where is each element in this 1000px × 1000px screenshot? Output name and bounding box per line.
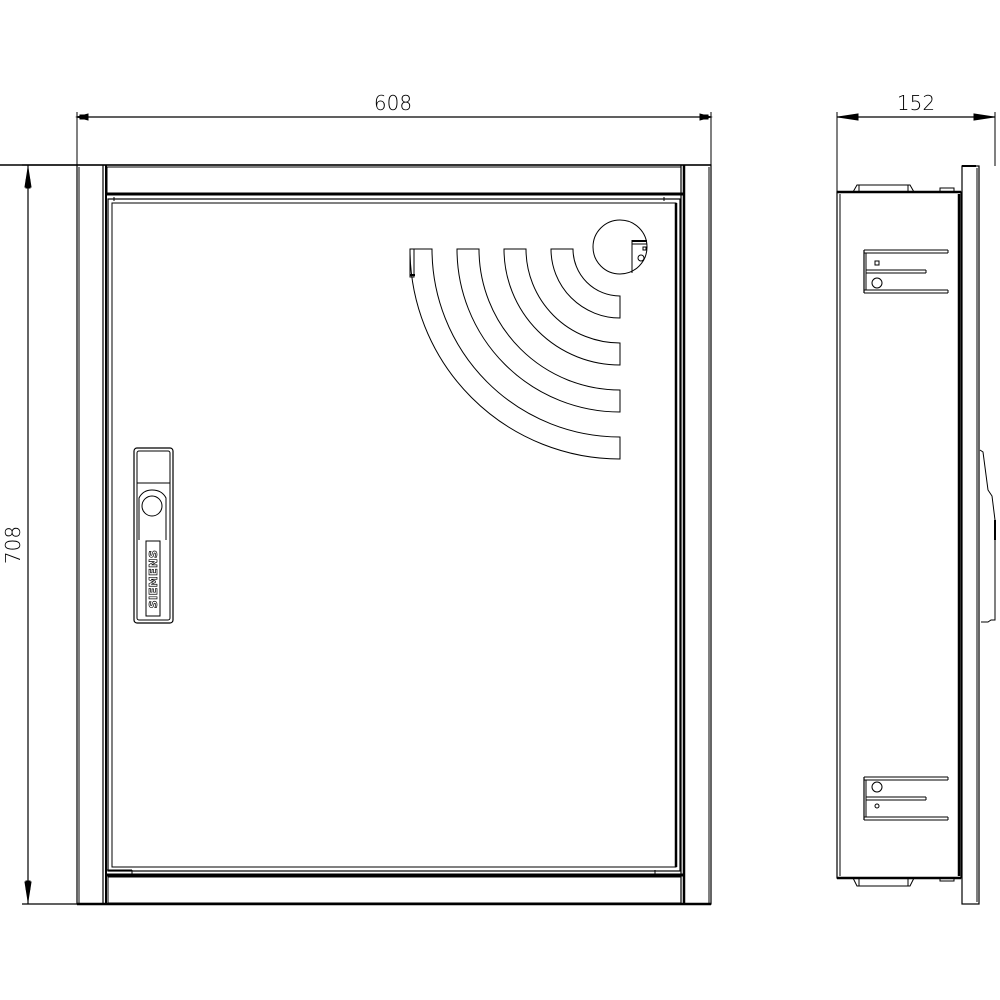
height-dimension: 708 [1, 164, 77, 905]
wifi-arcs-icon [409, 248, 621, 460]
width-dimension: 608 [75, 91, 713, 165]
front-view: 608 708 [0, 91, 713, 906]
detail-callout-circle [592, 219, 648, 275]
cabinet-door [107, 198, 681, 872]
cabinet-side-body [836, 184, 962, 887]
door-handle: SIEMENS [133, 447, 174, 624]
lower-mounting-bracket [863, 776, 949, 821]
cabinet-side-frame [961, 165, 996, 905]
depth-dimension-label: 152 [897, 91, 935, 115]
cabinet-outer-frame [0, 164, 712, 906]
depth-dimension: 152 [836, 91, 996, 192]
width-dimension-label: 608 [374, 91, 412, 115]
handle-brand-label: SIEMENS [147, 550, 160, 609]
upper-mounting-bracket [863, 249, 949, 294]
height-dimension-label: 708 [1, 526, 25, 564]
side-view: 152 [836, 91, 996, 905]
lock-cylinder-icon [141, 495, 163, 517]
